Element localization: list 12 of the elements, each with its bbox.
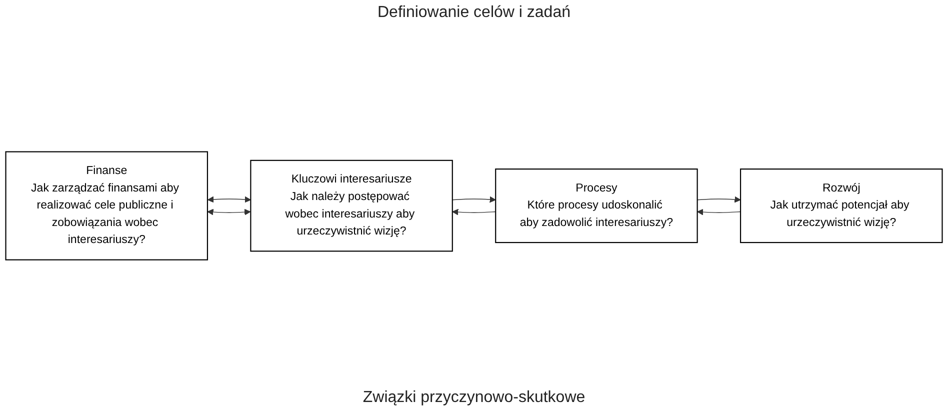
arrow xyxy=(697,208,741,215)
arrow xyxy=(207,196,251,202)
node-box: Finanse Jak zarządzać finansami aby realizować cele publiczne i zobowiązania wobec interesariuszy? xyxy=(5,150,208,260)
arrow xyxy=(452,208,496,215)
note-text: Definiowanie celów i zadań xyxy=(378,3,570,23)
arrow xyxy=(207,208,251,215)
node-box: Kluczowi interesariusze Jak należy postępować wobec interesariuszy aby urzeczywistnić wizję? xyxy=(250,160,453,252)
node-box: Procesy Które procesy udoskonalić aby zadowolić interesariuszy? xyxy=(495,168,698,243)
node-box: Rozwój Jak utrzymać potencjał aby urzeczywistnić wizję? xyxy=(740,168,943,243)
arrow xyxy=(696,196,741,202)
arrow xyxy=(452,196,496,202)
note-text: Związki przyczynowo-skutkowe xyxy=(362,388,586,408)
